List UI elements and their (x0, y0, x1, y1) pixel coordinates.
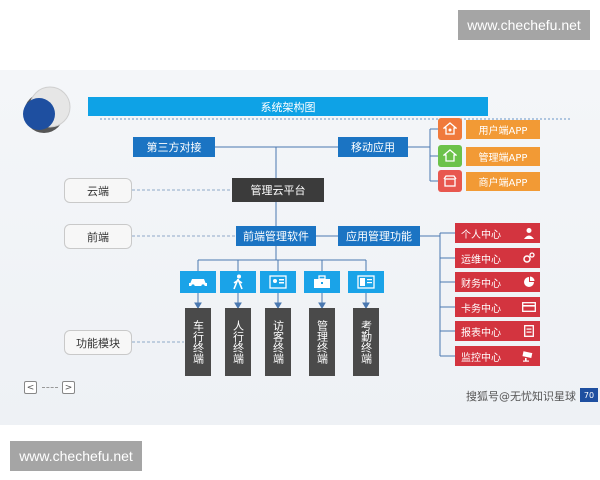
source-credit: 搜狐号@无忧知识星球 (466, 390, 576, 403)
watermark-top: www.chechefu.net (458, 10, 590, 40)
next-slide-button[interactable]: > (62, 381, 75, 394)
cloud-platform-box: 管理云平台 (232, 178, 324, 202)
function-card: 卡务中心 (455, 297, 540, 317)
function-finance: 财务中心 (455, 272, 540, 292)
function-report: 报表中心 (455, 321, 540, 341)
report-icon (518, 321, 540, 341)
terminal-attendance: 考勤终端 (353, 308, 379, 376)
admin-app-label: 管理端APP (466, 147, 540, 166)
nav-separator (42, 387, 58, 388)
prev-slide-button[interactable]: < (24, 381, 37, 394)
cloud-label: 云端 (64, 178, 132, 203)
briefcase-icon (304, 271, 340, 293)
gears-icon (518, 248, 540, 268)
terminal-visitor: 访客终端 (265, 308, 291, 376)
terminal-car: 车行终端 (185, 308, 211, 376)
user-app-icon (438, 118, 462, 140)
user-app-label: 用户端APP (466, 120, 540, 139)
function-personal: 个人中心 (455, 223, 540, 243)
function-personal-label: 个人中心 (461, 229, 501, 241)
watermark-bottom: www.chechefu.net (10, 441, 142, 471)
diagram-title: 系统架构图 (88, 97, 488, 116)
function-report-label: 报表中心 (461, 327, 501, 339)
id-card-icon (260, 271, 296, 293)
function-monitor: 监控中心 (455, 346, 540, 366)
function-operations-label: 运维中心 (461, 254, 501, 266)
function-monitor-label: 监控中心 (461, 352, 501, 364)
frontend-software-box: 前端管理软件 (236, 226, 316, 246)
terminal-management: 管理终端 (309, 308, 335, 376)
car-icon (180, 271, 216, 293)
merchant-app-icon (438, 170, 462, 192)
mobile-app-box: 移动应用 (338, 137, 408, 157)
function-operations: 运维中心 (455, 248, 540, 268)
pie-icon (518, 272, 540, 292)
person-icon (518, 223, 540, 243)
attendance-icon (348, 271, 384, 293)
terminal-pedestrian: 人行终端 (225, 308, 251, 376)
function-finance-label: 财务中心 (461, 278, 501, 290)
app-functions-box: 应用管理功能 (338, 226, 420, 246)
function-card-label: 卡务中心 (461, 303, 501, 315)
merchant-app-label: 商户端APP (466, 172, 540, 191)
frontend-label: 前端 (64, 224, 132, 249)
function-module-label: 功能模块 (64, 330, 132, 355)
card-icon (518, 297, 540, 317)
admin-app-icon (438, 145, 462, 167)
page-badge: 70 (580, 388, 598, 402)
third-party-box: 第三方对接 (133, 137, 215, 157)
camera-icon (518, 346, 540, 366)
pedestrian-icon (220, 271, 256, 293)
